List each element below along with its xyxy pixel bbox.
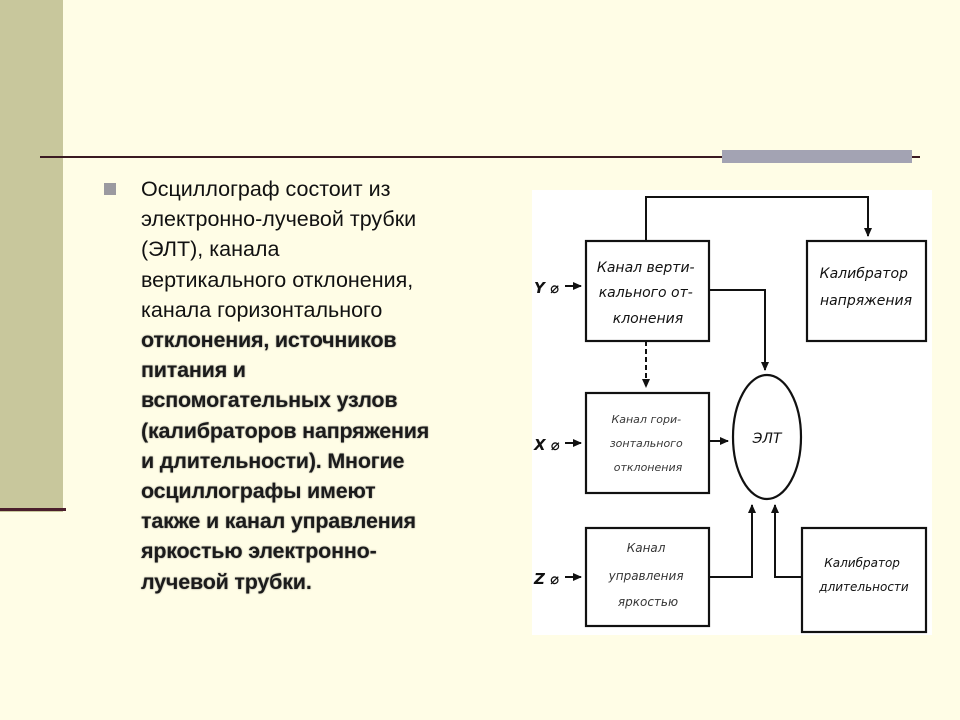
vertical-channel-label-line: клонения: [613, 311, 683, 327]
vertical-channel-label-line: кального от-: [599, 285, 693, 301]
horizontal-channel-label: Канал гори- зонтального отклонения: [610, 413, 686, 474]
paragraph-line: и длительности). Многие: [141, 448, 405, 473]
title-rule: [40, 156, 920, 158]
duration-calibrator-block: [800, 526, 928, 634]
left-decorative-band: [0, 0, 63, 512]
bullet-square-icon: [104, 183, 116, 195]
duration-calibrator-label-line: Калибратор: [824, 556, 900, 570]
z-input-label: Z ⌀: [533, 570, 559, 588]
duration-calibrator-label-line: длительности: [818, 580, 909, 594]
paragraph-line: отклонения, источников: [141, 328, 397, 353]
paragraph-line: лучевой трубки.: [141, 569, 312, 594]
voltage-calibrator-label-line: напряжения: [820, 293, 912, 309]
paragraph-line: яркостью электронно-: [141, 539, 377, 564]
paragraph-line: канала горизонтального: [141, 297, 383, 322]
diagram-svg: Y ⌀ X ⌀ Z ⌀ Канал верти- кального от- кл…: [533, 196, 928, 634]
vertical-channel-label-line: Канал верти-: [597, 260, 695, 276]
title-accent-bar: [722, 150, 912, 163]
voltage-calibrator-label-line: Калибратор: [820, 266, 908, 282]
voltage-calibrator-block: [805, 239, 928, 343]
paragraph-line: осциллографы имеют: [141, 479, 376, 504]
duration-to-crt-line: [771, 504, 802, 578]
duration-calibrator-label: Калибратор длительности: [818, 556, 909, 594]
paragraph-line: (калибраторов напряжения: [141, 418, 430, 443]
horizontal-channel-label-line: зонтального: [610, 437, 683, 450]
crt-label: ЭЛТ: [752, 431, 783, 447]
horizontal-channel-block: [584, 391, 711, 495]
paragraph-line: (ЭЛТ), канала: [141, 237, 280, 262]
x-input-label: X ⌀: [533, 436, 560, 454]
paragraph-line: электронно-лучевой трубки: [141, 207, 417, 232]
y-input-label: Y ⌀: [534, 279, 559, 297]
brightness-channel-label-line: управления: [608, 569, 684, 583]
paragraph-line: питания и: [141, 358, 246, 383]
vertical-to-crt-line: [709, 289, 769, 371]
vertical-channel-block: [584, 239, 711, 343]
paragraph-line: Осциллограф состоит из: [141, 177, 391, 201]
oscilloscope-block-diagram: Y ⌀ X ⌀ Z ⌀ Канал верти- кального от- кл…: [532, 190, 932, 635]
left-band-underline: [0, 508, 66, 511]
brightness-channel-label: Канал управления яркостью: [608, 541, 688, 609]
crt-ellipse: [731, 373, 803, 501]
paragraph-line: вспомогательных узлов: [141, 388, 398, 413]
slide-paragraph: Осциллограф состоит из электронно-лучево…: [141, 174, 501, 597]
vertical-channel-label: Канал верти- кального от- клонения: [597, 260, 699, 327]
paragraph-line: также и канал управления: [141, 509, 416, 534]
horizontal-channel-label-line: отклонения: [614, 461, 683, 474]
brightness-channel-label-line: яркостью: [618, 595, 678, 609]
brightness-channel-label-line: Канал: [627, 541, 666, 555]
paragraph-line: вертикального отклонения,: [141, 267, 414, 292]
voltage-calibrator-label: Калибратор напряжения: [820, 266, 913, 309]
horizontal-channel-label-line: Канал гори-: [611, 413, 681, 426]
feedback-top-line: [645, 196, 872, 241]
brightness-to-crt-line: [709, 504, 756, 578]
